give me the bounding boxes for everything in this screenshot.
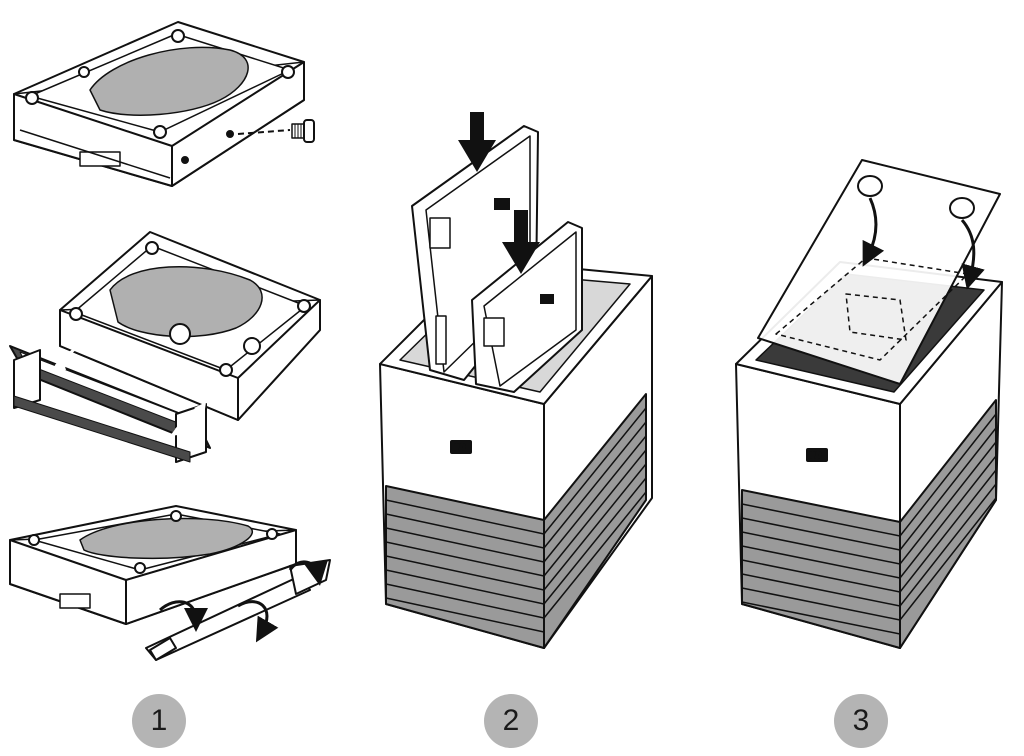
step-badge-2: 2 <box>484 694 538 748</box>
wd-logo-text: WD <box>808 451 822 460</box>
wd-logo-panel-2: WD <box>450 440 472 454</box>
panel-2-insert-drives: WD <box>379 112 653 649</box>
panel-1-drive-preparation <box>9 21 331 661</box>
wd-logo-panel-3: WD <box>806 448 828 462</box>
hard-drive-top <box>13 21 305 187</box>
drive-bay-2 <box>471 221 583 393</box>
top-cover <box>757 159 1001 385</box>
step-badge-3: 3 <box>834 694 888 748</box>
step-number: 2 <box>502 704 520 737</box>
screw-icon <box>237 119 315 143</box>
step-number: 1 <box>150 704 168 737</box>
hard-drive-middle <box>9 231 321 463</box>
step-badge-1: 1 <box>132 694 186 748</box>
step-number: 3 <box>852 704 870 737</box>
thumb-screw-icon <box>857 175 985 290</box>
hard-drive-bottom <box>9 505 331 661</box>
wd-logo-text: WD <box>452 443 466 452</box>
rail-arrows <box>50 338 206 436</box>
enclosure-bands-side <box>543 393 647 649</box>
down-arrow-icon <box>458 112 540 274</box>
panel-3-attach-cover: WD <box>735 159 1003 649</box>
rotate-arrows <box>159 560 328 643</box>
